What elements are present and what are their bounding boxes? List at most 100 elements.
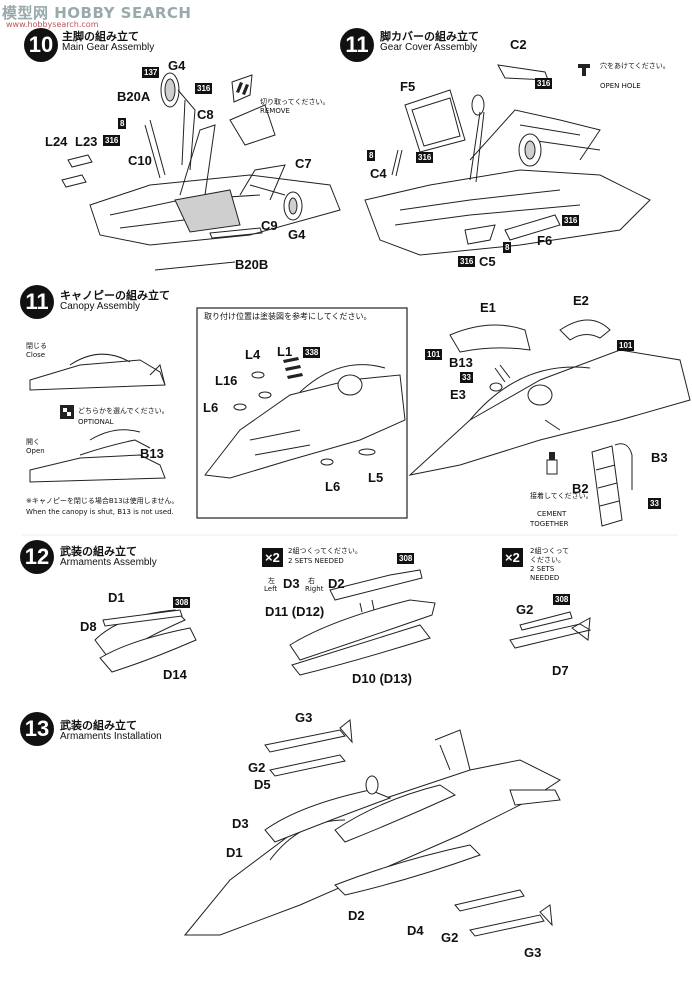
optional-note-en: OPTIONAL: [78, 418, 114, 426]
cement-note-en-1: CEMENT: [537, 510, 567, 518]
part-label-l24: L24: [45, 134, 68, 149]
part-label-l4: L4: [245, 347, 261, 362]
part-label-d4: D4: [407, 923, 424, 938]
part-label-f6: F6: [537, 233, 553, 248]
step-11a-number: 11: [340, 28, 374, 62]
open-label-jp: 開く: [26, 438, 40, 446]
sets-needed-en-b2: NEEDED: [530, 574, 560, 582]
part-label-c2: C2: [510, 37, 527, 52]
step10-drawing: [61, 72, 341, 271]
paint-badge-137: 137: [142, 67, 160, 78]
part-label-d5: D5: [254, 777, 271, 792]
open-label-en: Open: [26, 447, 45, 455]
canopy-note-en: When the canopy is shut, B13 is not used…: [26, 508, 174, 516]
part-label-d2: D2: [328, 576, 345, 591]
part-label-c8: C8: [197, 107, 214, 122]
part-label-d14: D14: [163, 667, 187, 682]
paint-badge-308-c: 308: [553, 594, 571, 605]
step-11b-number: 11: [20, 285, 54, 319]
paint-badge-308: 308: [173, 597, 191, 608]
part-label-c10: C10: [128, 153, 152, 168]
step-12-title-en: Armaments Assembly: [60, 557, 157, 568]
remove-note-en: REMOVE: [260, 107, 290, 115]
optional-note-jp: どちらかを選んでください。: [78, 407, 169, 415]
left-label-jp: 左: [268, 577, 275, 585]
paint-badge-316: 316: [535, 78, 553, 89]
sets-needed-en: 2 SETS NEEDED: [288, 557, 344, 565]
paint-badge-101-b: 101: [617, 340, 635, 351]
part-label-c9: C9: [261, 218, 278, 233]
part-label-g2: G2: [248, 760, 266, 775]
closed-label-jp: 閉じる: [26, 342, 47, 350]
paint-badge-316-b: 316: [416, 152, 434, 163]
open-hole-note-en: OPEN HOLE: [600, 82, 641, 90]
step-11b-title-jp: キャノピーの組み立て: [60, 289, 170, 302]
part-label-d2: D2: [348, 908, 365, 923]
part-label-b2: B2: [572, 481, 589, 496]
part-label-c5: C5: [479, 254, 496, 269]
watermark-url: www.hobbysearch.com: [6, 20, 99, 29]
step-13-title-jp: 武装の組み立て: [60, 719, 137, 732]
part-label-d1: D1: [108, 590, 125, 605]
cement-note-jp: 接着してください。: [530, 492, 593, 500]
paint-badge-316: 316: [195, 83, 213, 94]
part-label-d11-d12: D11 (D12): [265, 604, 325, 619]
sets-needed-en-b1: 2 SETS: [530, 565, 555, 573]
part-label-c4: C4: [370, 166, 387, 181]
step-10-title-en: Main Gear Assembly: [62, 42, 155, 53]
part-label-d10-d13: D10 (D13): [352, 671, 412, 686]
paint-badge-8: 8: [367, 150, 376, 161]
step12-drawing: [94, 569, 592, 676]
step11b-drawing: [29, 307, 691, 527]
position-reference-note: 取り付け位置は塗装図を参考にしてください。: [204, 312, 372, 321]
paint-badge-316-c: 316: [562, 215, 580, 226]
sets-needed-jp-b: 2組つくって: [530, 547, 570, 555]
step-11a-title-jp: 脚カバーの組み立て: [380, 30, 479, 43]
step-11b-title-en: Canopy Assembly: [60, 301, 141, 312]
step-12-number: 12: [20, 540, 54, 574]
part-label-g3: G3: [295, 710, 313, 725]
open-hole-note-jp: 穴をあけてください。: [600, 62, 670, 70]
paint-badge-8: 8: [118, 118, 127, 129]
part-label-b20b: B20B: [235, 257, 269, 272]
part-label-b13-open: B13: [140, 446, 164, 461]
part-label-l1: L1: [277, 344, 293, 359]
part-label-l6: L6: [203, 400, 219, 415]
step-11a-title-en: Gear Cover Assembly: [380, 42, 478, 53]
part-label-d8: D8: [80, 619, 97, 634]
paint-badge-308-b: 308: [397, 553, 415, 564]
paint-badge-338: 338: [303, 347, 321, 358]
cement-note-en-2: TOGETHER: [530, 520, 569, 528]
paint-badge-33: 33: [460, 372, 473, 383]
watermark-logo: 模型网 HOBBY SEARCH: [2, 4, 192, 22]
sets-needed-jp-b2: ください。: [530, 556, 565, 564]
part-label-g4: G4: [168, 58, 186, 73]
part-label-g3-b: G3: [524, 945, 542, 960]
paint-badge-101: 101: [425, 349, 443, 360]
closed-label-en: Close: [26, 351, 46, 359]
part-label-d7: D7: [552, 663, 569, 678]
part-label-l16: L16: [215, 373, 238, 388]
sets-needed-jp: 2組つくってください。: [288, 547, 362, 555]
paint-badge-33-b: 33: [648, 498, 661, 509]
paint-badge-316-d: 316: [458, 256, 476, 267]
quantity-x2-badge-b: ×2: [502, 548, 523, 567]
part-label-d3: D3: [232, 816, 249, 831]
left-label-en: Left: [264, 585, 278, 593]
part-label-e2: E2: [573, 293, 589, 308]
part-label-g4-b: G4: [288, 227, 306, 242]
part-label-b3: B3: [651, 450, 668, 465]
quantity-x2-badge: ×2: [262, 548, 283, 567]
right-label-en: Right: [305, 585, 324, 593]
step-12-title-jp: 武装の組み立て: [60, 545, 137, 558]
part-label-l6-b: L6: [325, 479, 341, 494]
part-label-g2-b: G2: [441, 930, 459, 945]
step-10-title-jp: 主脚の組み立て: [62, 30, 139, 43]
part-label-b20a: B20A: [117, 89, 151, 104]
paint-badge-8-b: 8: [503, 242, 512, 253]
part-label-b13: B13: [449, 355, 473, 370]
part-label-g2: G2: [516, 602, 534, 617]
part-label-e3: E3: [450, 387, 466, 402]
right-label-jp: 右: [308, 577, 315, 585]
